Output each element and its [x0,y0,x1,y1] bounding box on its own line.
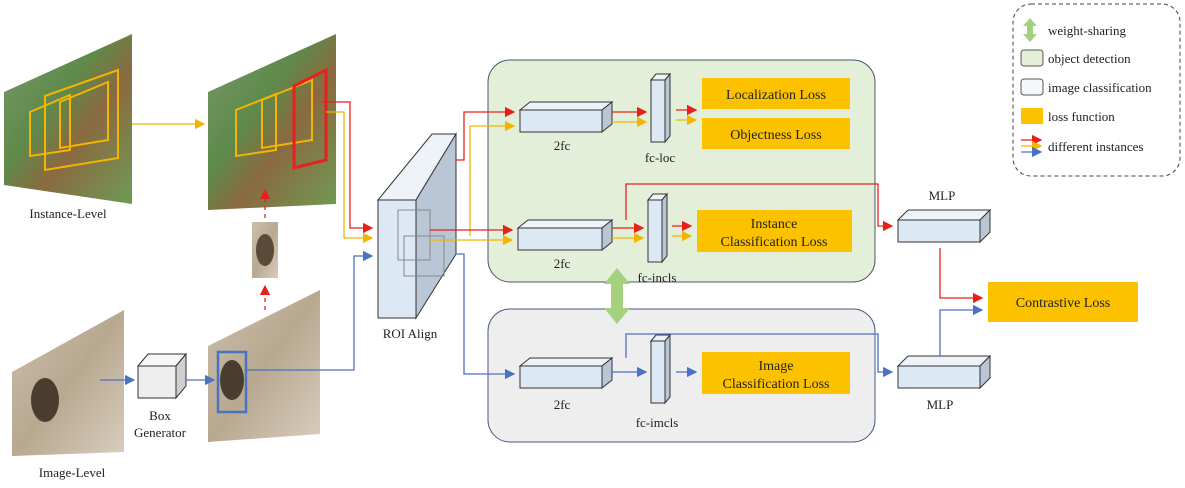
localization-loss-box [702,78,850,109]
instance-image-left [4,34,132,204]
contrastive-loss-box [988,282,1138,322]
legend-object-detection: object detection [1048,51,1131,66]
image-classification-group [487,308,876,443]
legend-weight-sharing: weight-sharing [1048,23,1126,38]
legend-different-instances: different instances [1048,139,1143,154]
localization-loss-label: Localization Loss [726,88,826,103]
mlp-block-bottom [896,354,992,390]
contrastive-loss-label: Contrastive Loss [1016,296,1111,311]
fc2-top-label: 2fc [554,138,571,153]
cropped-instance-patch [252,222,278,278]
box-generator-label-1: Box [149,408,171,423]
fc-loc-label: fc-loc [645,150,676,165]
instance-cls-label-2: Classification Loss [721,235,828,250]
instance-level-label: Instance-Level [29,206,107,221]
mlp-bottom-label: MLP [927,397,954,412]
weight-sharing-arrow [604,268,630,324]
fc-imcls-block [649,333,672,405]
image-cls-label-2: Classification Loss [723,377,830,392]
image-classification-loss-box [702,352,850,394]
image-level-boxed [208,290,320,442]
loss-function-swatch [1021,108,1043,124]
image-classification-swatch [1020,78,1044,96]
fc2-block-top [518,100,614,134]
fc2-block-mid [516,218,614,252]
image-cls-label-1: Image [759,359,794,374]
legend: weight-sharing object detection image cl… [1012,3,1181,177]
instance-cls-label-1: Instance [751,217,798,232]
instance-image-right [208,34,336,210]
instance-arrows-icon [1021,134,1043,158]
roi-align-block [376,132,457,320]
image-level-input [12,310,124,456]
roi-align-label: ROI Align [383,326,438,341]
mlp-block-top [896,208,992,244]
fc-incls-block [646,192,669,264]
legend-image-classification: image classification [1048,80,1152,95]
objectness-loss-box [702,118,850,149]
object-detection-swatch [1020,49,1044,67]
box-generator-label-2: Generator [134,425,187,440]
fc-imcls-label: fc-imcls [636,415,679,430]
fc2-bottom-label: 2fc [554,397,571,412]
objectness-loss-label: Objectness Loss [730,128,821,143]
fc2-mid-label: 2fc [554,256,571,271]
connection-arrows [100,101,984,386]
fc2-block-bottom [518,356,614,390]
instance-classification-loss-box [697,210,852,252]
image-level-label: Image-Level [39,465,106,480]
legend-loss-function: loss function [1048,109,1115,124]
fc-incls-label: fc-incls [638,270,677,285]
mlp-top-label: MLP [929,188,956,203]
fc-loc-block [649,72,672,144]
weight-sharing-icon [1023,18,1037,42]
box-generator-cube [136,352,188,400]
